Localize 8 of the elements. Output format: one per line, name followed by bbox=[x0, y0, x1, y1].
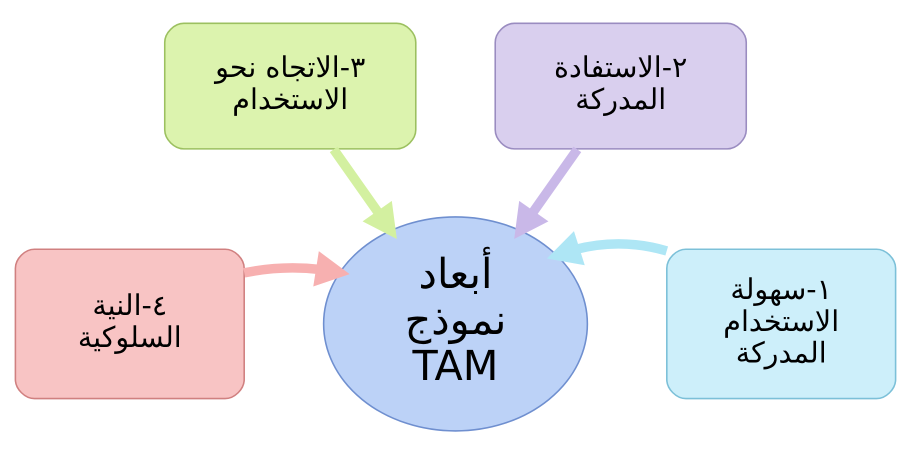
arrow bbox=[243, 250, 350, 286]
arrow bbox=[546, 230, 668, 265]
arrow bbox=[330, 146, 397, 239]
node-box: ٤-النية السلوكية bbox=[14, 248, 245, 399]
node-box: ٣-الاتجاه نحو الاستخدام bbox=[164, 22, 417, 150]
node-box: ١-سهولة الاستخدام المدركة bbox=[666, 248, 896, 399]
arrow bbox=[514, 146, 582, 239]
node-box: ٢-الاستفادة المدركة bbox=[494, 22, 748, 150]
